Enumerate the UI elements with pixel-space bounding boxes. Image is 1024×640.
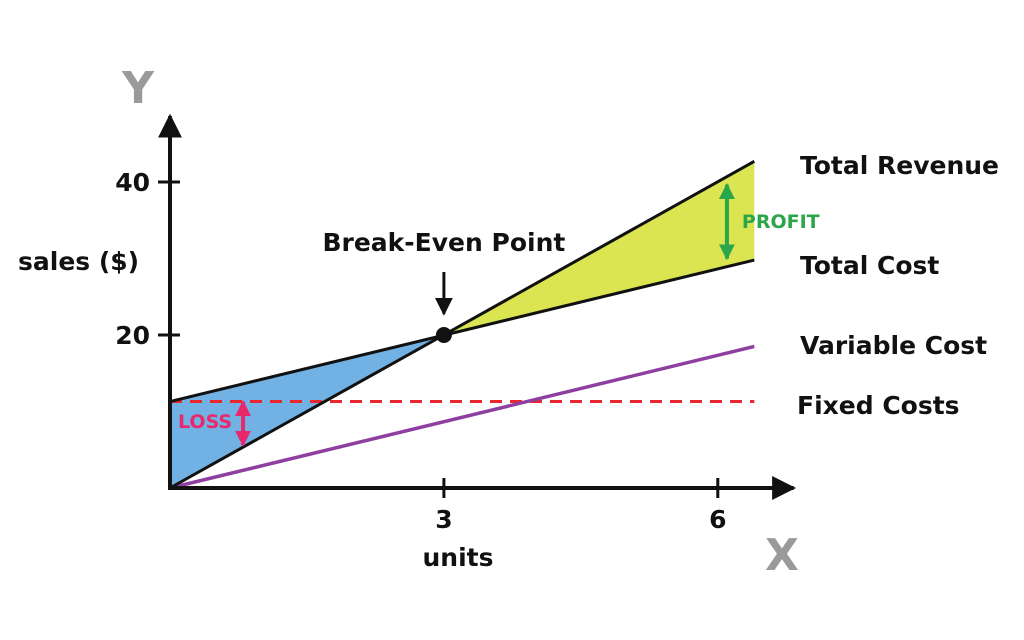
profit-label: PROFIT (742, 211, 820, 233)
x-tick-label: 6 (709, 505, 726, 534)
y-tick-label: 20 (115, 321, 150, 350)
x-axis-letter: X (765, 530, 799, 581)
break-even-label: Break-Even Point (322, 228, 565, 257)
total-cost-line (169, 258, 755, 404)
loss-label: LOSS (178, 411, 232, 433)
variable-cost-line (169, 344, 755, 490)
total-cost-label: Total Cost (800, 251, 939, 280)
y-axis-letter: Y (121, 63, 155, 114)
total-revenue-label: Total Revenue (800, 151, 999, 180)
y-tick-label: 40 (115, 168, 150, 197)
fixed-costs-label: Fixed Costs (797, 391, 960, 420)
variable-cost-label: Variable Cost (800, 331, 987, 360)
break-even-point (435, 327, 452, 343)
x-tick-label: 3 (435, 505, 452, 534)
x-axis-label: units (423, 543, 494, 572)
y-axis-label: sales ($) (18, 247, 139, 276)
total-revenue-line (169, 160, 756, 490)
